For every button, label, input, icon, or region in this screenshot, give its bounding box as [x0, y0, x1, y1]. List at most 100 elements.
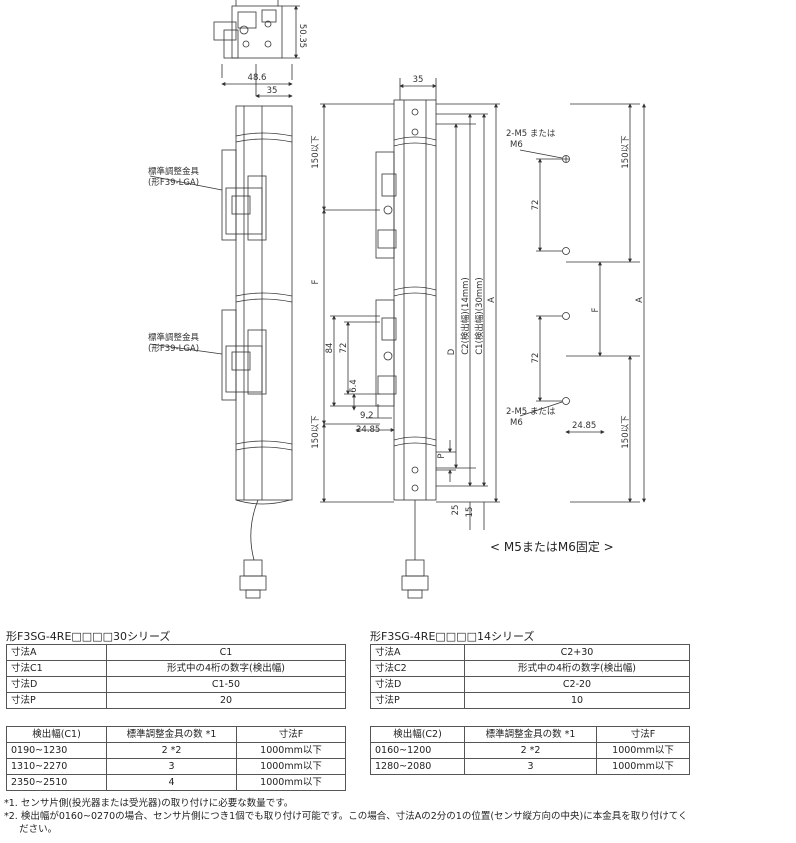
dim-value: C2-20 [464, 676, 690, 693]
dim-key: 寸法D [6, 676, 107, 693]
bracket-label-top: 標準調整金具 [148, 166, 200, 177]
dim-84: 84 [325, 343, 335, 354]
dim-D: D [447, 348, 457, 355]
series14-title: 形F3SG-4RE□□□□14シリーズ [370, 630, 535, 643]
top-view-bracket [213, 0, 283, 59]
dim-value: 形式中の4桁の数字(検出幅) [464, 660, 690, 677]
dim-value: C1-50 [106, 676, 346, 693]
cell-width: 2350~2510 [6, 774, 107, 791]
side-bracket-bottom [221, 309, 267, 401]
dim-key: 寸法P [370, 692, 465, 709]
dim-15: 15 [465, 507, 475, 518]
dim-key: 寸法P [6, 692, 107, 709]
hole-label-top-2: M6 [510, 140, 523, 150]
cell-width: 1310~2270 [6, 758, 107, 775]
dim-value: 20 [106, 692, 346, 709]
dim-A-right: A [635, 297, 645, 303]
dim-key: 寸法A [6, 644, 107, 661]
dim-35-left: 35 [267, 86, 278, 96]
footnote-2: *2. 検出幅が0160~0270の場合、センサ片側につき1個でも取り付け可能で… [4, 811, 688, 822]
cell-count: 3 [106, 758, 237, 775]
header-F: 寸法F [596, 726, 690, 743]
dim-9-2: 9.2 [360, 411, 374, 421]
cell-count: 3 [464, 758, 597, 775]
header-bracket-count: 標準調整金具の数 *1 [464, 726, 597, 743]
bracket-label-bottom: 標準調整金具 [148, 332, 200, 343]
dim-key: 寸法A [370, 644, 465, 661]
cell-F: 1000mm以下 [236, 774, 346, 791]
hole-label-bot-2: M6 [510, 418, 523, 428]
front-bracket-top [375, 151, 397, 259]
dim-A-mid: A [487, 297, 497, 303]
sensor-front-view [393, 99, 437, 501]
cell-count: 4 [106, 774, 237, 791]
cell-count: 2 *2 [106, 742, 237, 759]
dim-value: C1 [106, 644, 346, 661]
series30-header-row: 検出幅(C1) 標準調整金具の数 *1 寸法F [6, 726, 346, 743]
cell-width: 0160~1200 [370, 742, 465, 759]
dim-key: 寸法D [370, 676, 465, 693]
dim-key: 寸法C2 [370, 660, 465, 677]
header-bracket-count: 標準調整金具の数 *1 [106, 726, 237, 743]
hole-label-bot-1: 2-M5 または [506, 407, 556, 417]
dim-72-left: 72 [339, 343, 349, 354]
dim-top-50: 50.35 [297, 24, 307, 48]
dim-72-right-bottom: 72 [531, 353, 541, 364]
dim-P: P [437, 453, 447, 458]
dim-24-85-right: 24.85 [572, 421, 596, 431]
dim-F-right: F [591, 307, 601, 312]
dim-25: 25 [451, 505, 461, 516]
dim-150-top-right: 150以下 [621, 135, 631, 169]
header-width: 検出幅(C1) [6, 726, 107, 743]
series30-title: 形F3SG-4RE□□□□30シリーズ [6, 630, 171, 643]
dim-150-bot-left: 150以下 [311, 415, 321, 449]
cell-F: 1000mm以下 [596, 742, 690, 759]
dim-value: C2+30 [464, 644, 690, 661]
dimension-drawing: 50.35 48.6 35 標準調整金具 (形F39-LGA) 標準調整金具 (… [148, 0, 646, 599]
dim-C1: C1(検出幅)(30mm) [474, 277, 485, 354]
series14-header-row: 検出幅(C2) 標準調整金具の数 *1 寸法F [370, 726, 690, 743]
dim-value: 形式中の4桁の数字(検出幅) [106, 660, 346, 677]
dim-6-4: 6.4 [349, 379, 359, 393]
header-F: 寸法F [236, 726, 346, 743]
dim-24-85-left: 24.85 [356, 425, 380, 435]
footnotes: *1. センサ片側(投光器または受光器)の取り付けに必要な数量です。 *2. 検… [4, 797, 794, 836]
dim-key: 寸法C1 [6, 660, 107, 677]
header-width: 検出幅(C2) [370, 726, 465, 743]
dim-35-mid: 35 [413, 75, 424, 85]
cell-F: 1000mm以下 [596, 758, 690, 775]
dim-150-bot-right: 150以下 [621, 415, 631, 449]
dim-C2: C2(検出幅)(14mm) [460, 277, 471, 354]
front-bracket-bottom [375, 299, 397, 407]
cell-count: 2 *2 [464, 742, 597, 759]
side-bracket-top [221, 149, 267, 241]
cell-F: 1000mm以下 [236, 758, 346, 775]
cell-width: 0190~1230 [6, 742, 107, 759]
hole-label-top-1: 2-M5 または [506, 129, 556, 139]
mounting-hole-view [562, 155, 570, 405]
fix-method-label: < M5またはM6固定 > [490, 540, 614, 554]
dim-value: 10 [464, 692, 690, 709]
dim-F-left: F [311, 279, 321, 284]
cell-width: 1280~2080 [370, 758, 465, 775]
dim-72-right-top: 72 [531, 200, 541, 211]
footnote-2-cont: ださい。 [4, 824, 58, 835]
cell-F: 1000mm以下 [236, 742, 346, 759]
sensor-side-view [235, 105, 293, 505]
bracket-model-bottom: (形F39-LGA) [148, 344, 199, 354]
